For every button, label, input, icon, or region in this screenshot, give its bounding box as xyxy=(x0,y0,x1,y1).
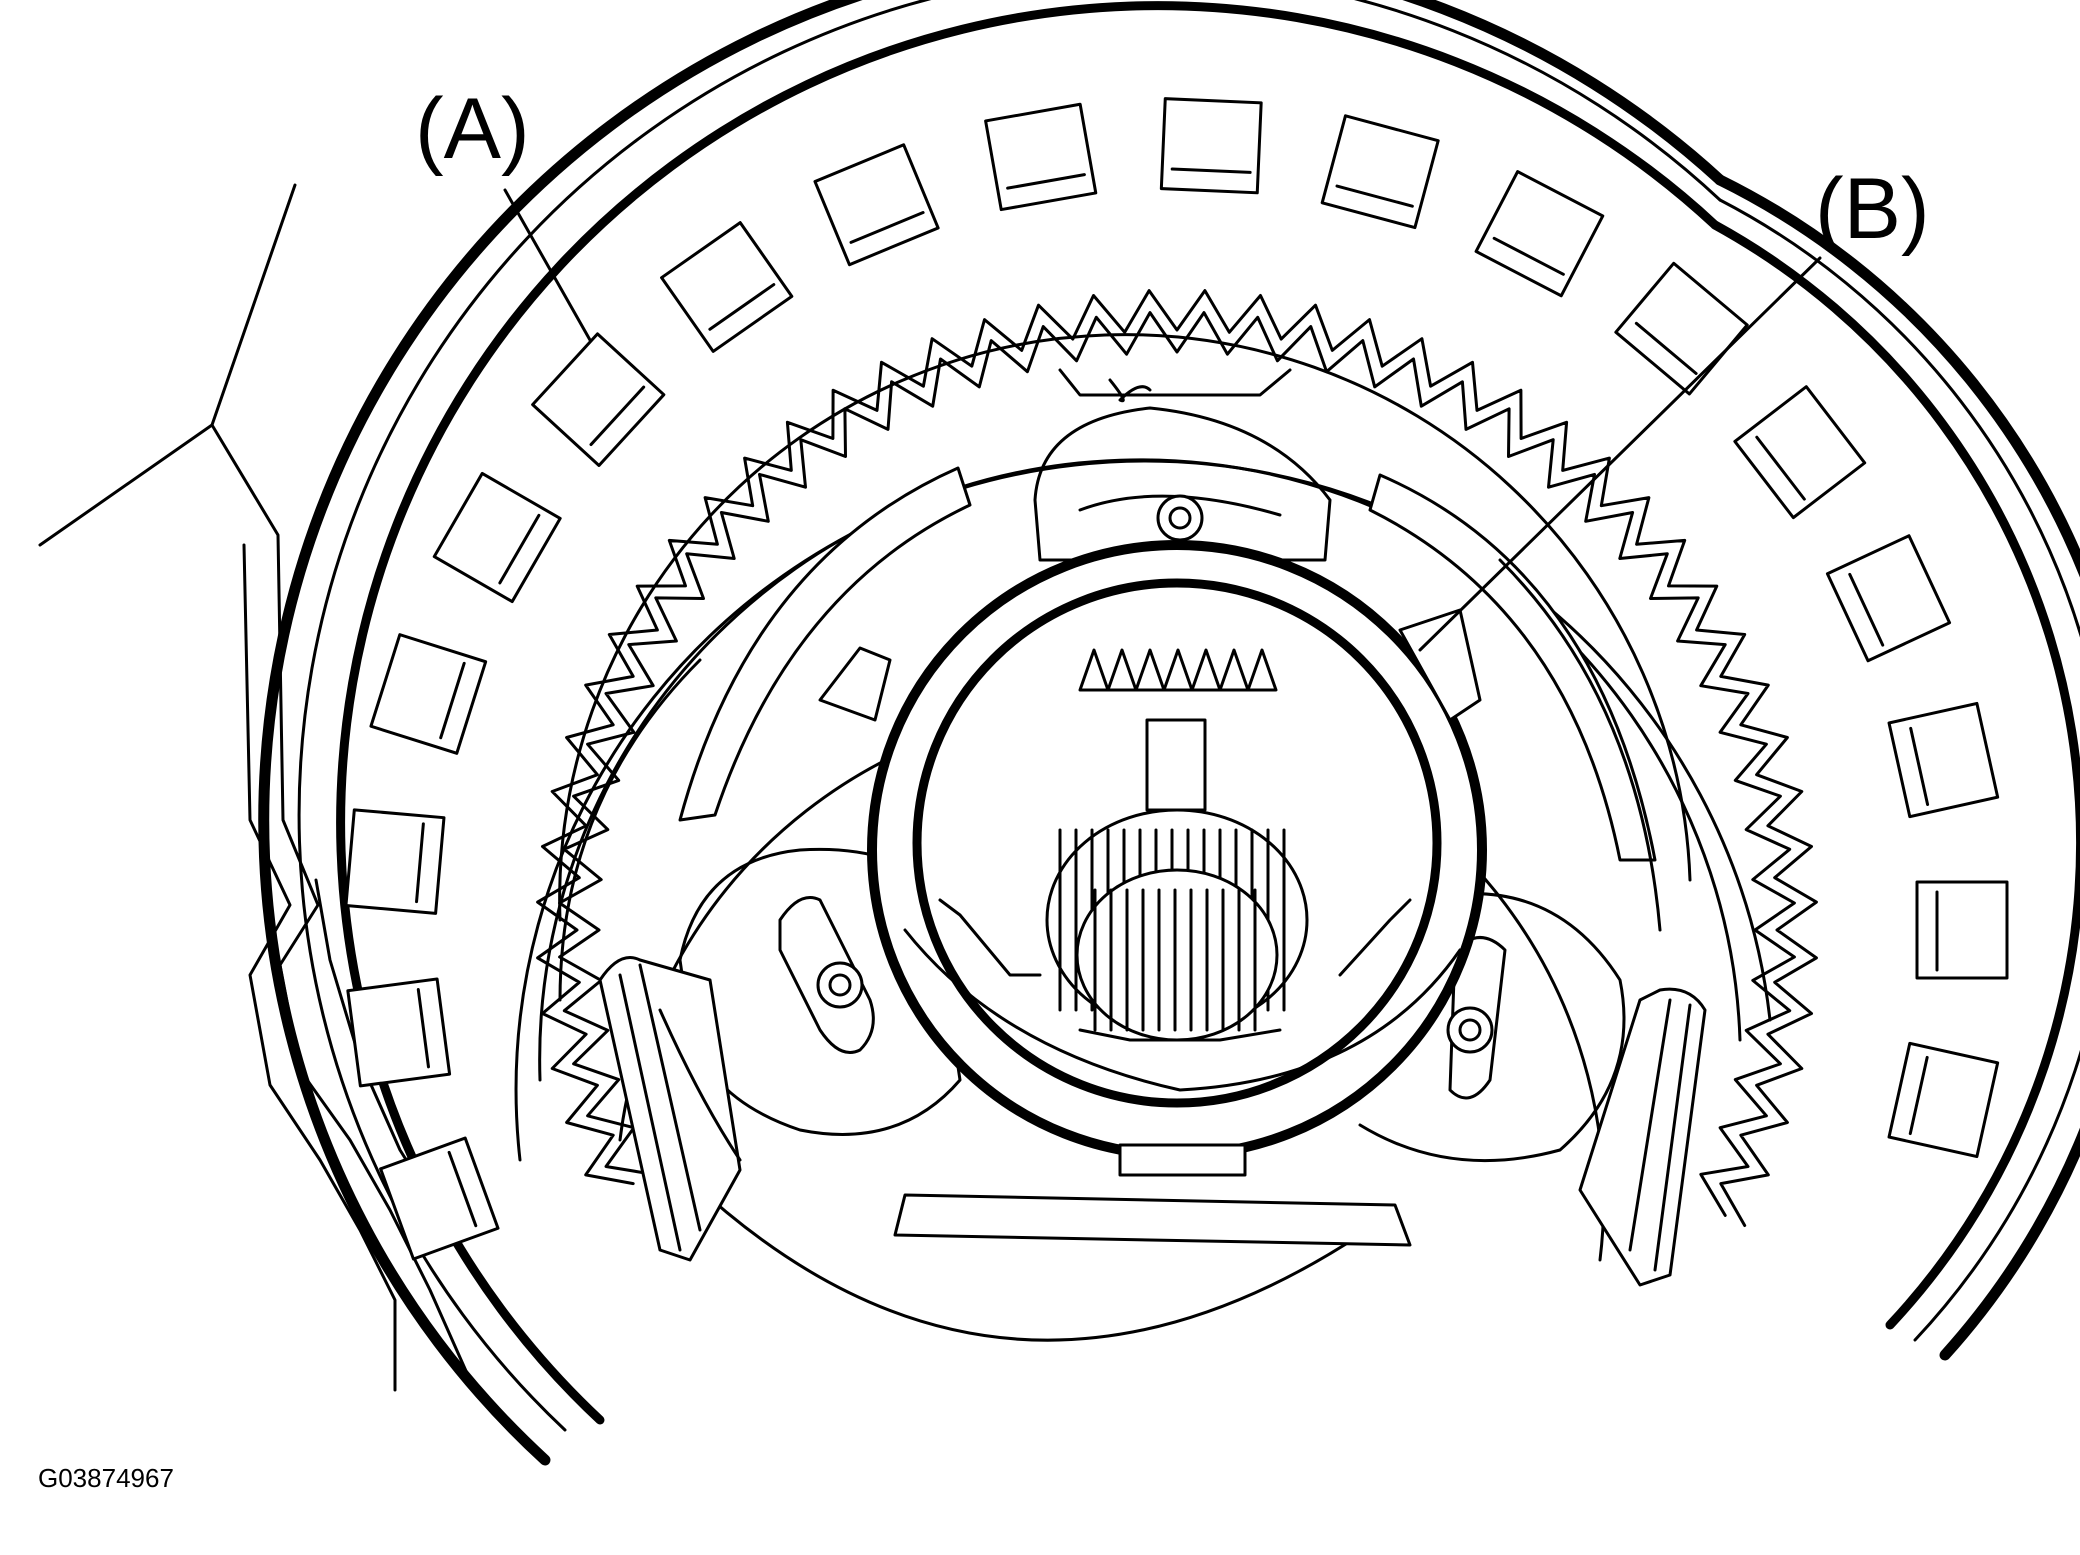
drum-tab xyxy=(344,808,446,915)
pawl-left xyxy=(598,956,742,1262)
sun-gear-tooth xyxy=(1162,648,1194,692)
ring-teeth-inner-zigzag xyxy=(558,311,1796,1217)
drum-tab xyxy=(379,1136,500,1261)
drum-tab xyxy=(1159,97,1263,195)
sun-gear-tooth xyxy=(1218,648,1250,692)
drum-tabs xyxy=(344,97,2009,1261)
drum-tab xyxy=(1887,701,2000,819)
drum-tab xyxy=(660,221,794,353)
planet-gear-right xyxy=(1358,892,1626,1163)
figure-id: G03874967 xyxy=(38,1463,174,1493)
drum-tab xyxy=(1474,170,1605,298)
drum-tab xyxy=(432,471,562,604)
drum-tab xyxy=(813,143,940,267)
sun-gear-tooth xyxy=(1134,648,1166,692)
drum-tab xyxy=(1915,880,2009,980)
sun-gear-tooth xyxy=(1106,648,1138,692)
carrier-plate xyxy=(558,466,1662,1342)
drum-tab xyxy=(1733,385,1867,520)
toothed-ring xyxy=(514,289,1818,1262)
drum-tab xyxy=(1320,114,1440,230)
ring-teeth xyxy=(536,289,1818,1227)
drum-tab xyxy=(531,332,666,467)
ring-teeth-zigzag xyxy=(536,289,1818,1227)
drum-tab xyxy=(1825,534,1952,663)
leader-line-a xyxy=(503,188,592,342)
callout-label-a: (A) xyxy=(415,81,530,177)
sun-gear-tooth xyxy=(1078,648,1110,692)
sun-gear-tooth xyxy=(1246,648,1278,692)
callout-label-b: (B) xyxy=(1815,161,1930,257)
pawl-right xyxy=(1578,987,1707,1287)
planet-gear-top xyxy=(1033,368,1332,562)
drum-tab xyxy=(984,102,1098,212)
drum-tab xyxy=(1887,1041,2000,1159)
drum-tab xyxy=(369,633,488,755)
planet-gear-left xyxy=(678,847,962,1136)
sun-gear-tooth xyxy=(1190,648,1222,692)
drum-tab xyxy=(1614,261,1749,396)
leader-line-b xyxy=(1418,256,1822,652)
sun-gear xyxy=(938,648,1412,1042)
drum-tab xyxy=(346,977,452,1088)
